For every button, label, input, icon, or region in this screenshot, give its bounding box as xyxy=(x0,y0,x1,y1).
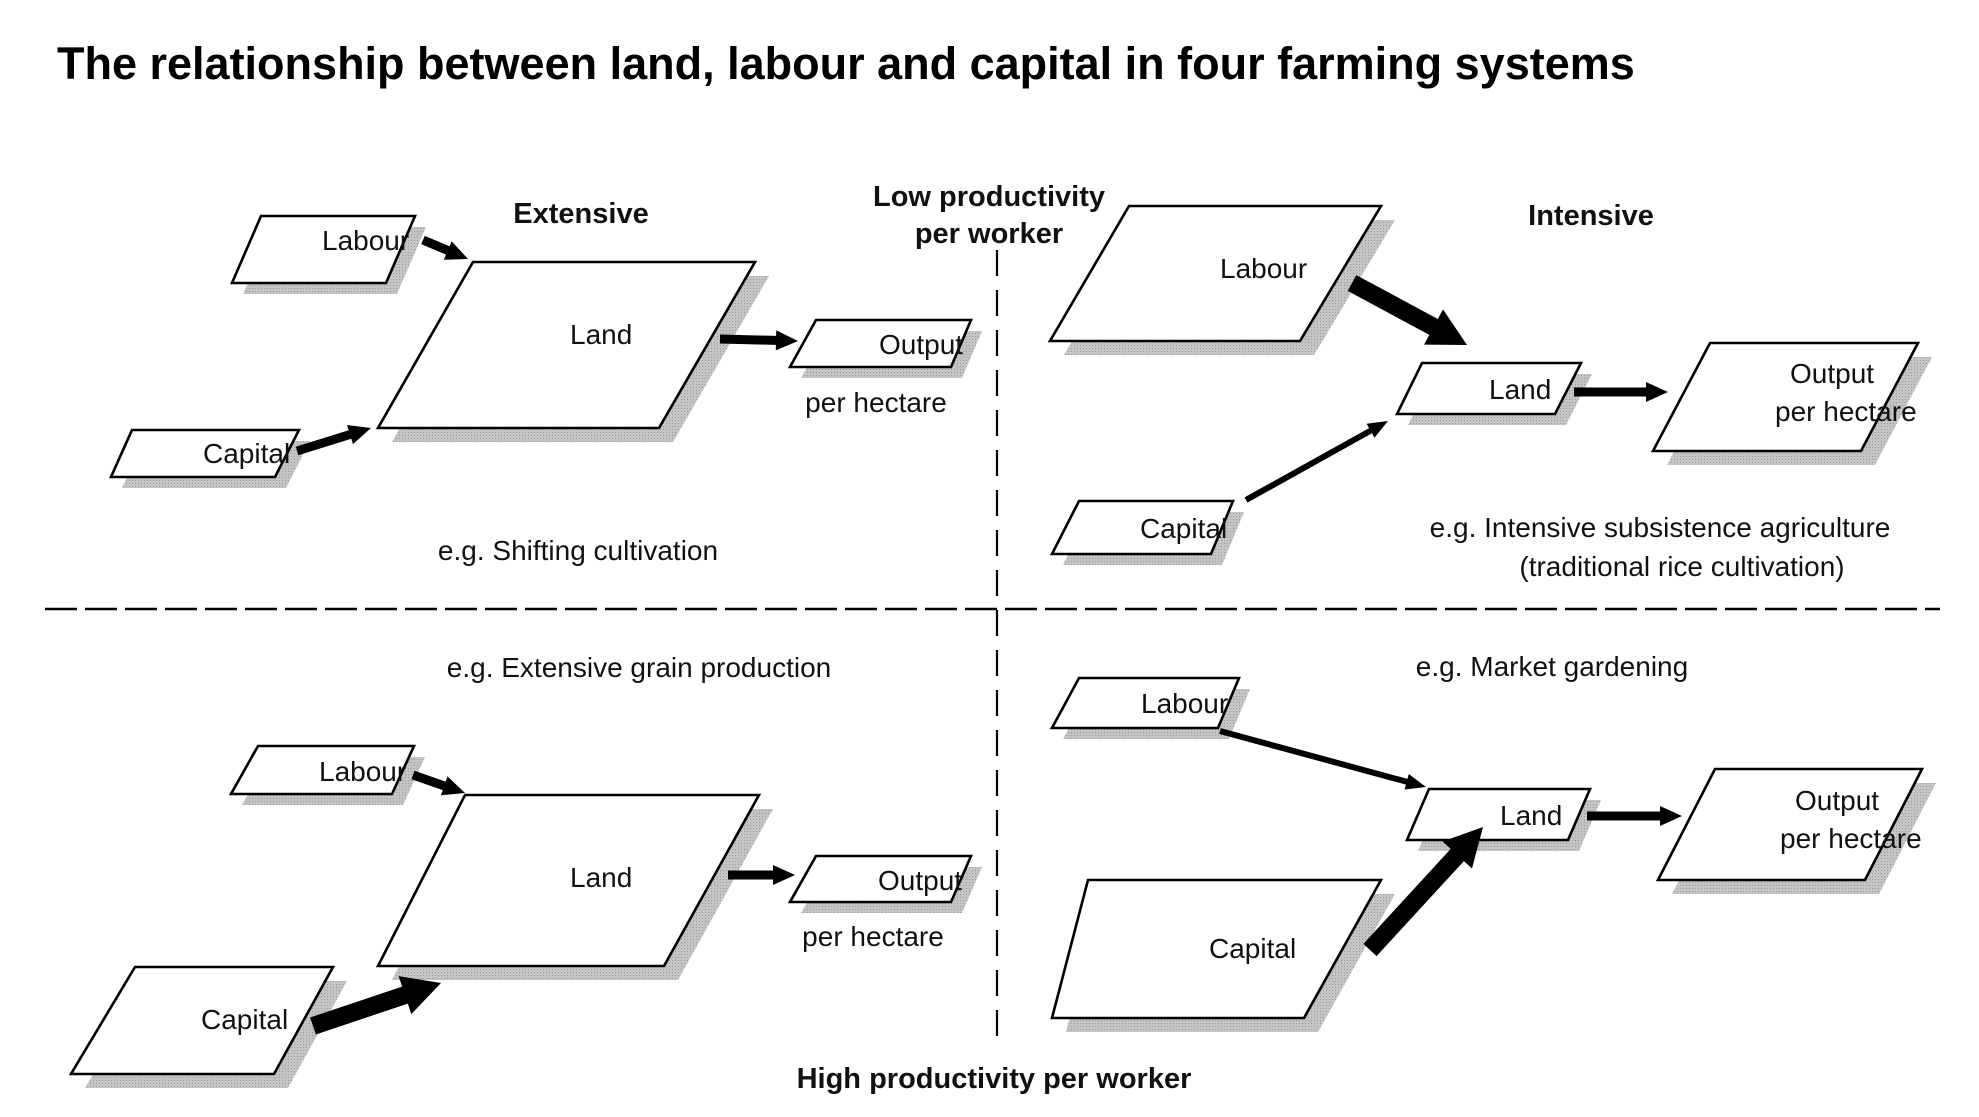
capital-to-land-arrow-icon xyxy=(1363,827,1483,957)
output-box: Output per hectare xyxy=(1655,767,1925,882)
land-to-output-arrow-icon xyxy=(1587,806,1682,826)
example-caption: e.g. Intensive subsistence agriculture xyxy=(1430,512,1891,543)
land-box: Land xyxy=(1405,787,1592,842)
example-caption: (traditional rice cultivation) xyxy=(1519,551,1844,582)
capital-box: Capital xyxy=(68,965,336,1076)
quadrant-dividers xyxy=(45,250,1940,1037)
labour-to-land-arrow-icon xyxy=(421,235,468,260)
output-label: Output xyxy=(878,865,962,896)
land-to-output-arrow-icon xyxy=(719,330,798,351)
labour-box: Labour xyxy=(1049,676,1241,730)
land-label: Land xyxy=(1489,374,1551,405)
labour-label: Labour xyxy=(322,225,409,256)
land-label: Land xyxy=(570,862,632,893)
axis-labels: Low productivity per worker High product… xyxy=(513,181,1654,1095)
capital-to-land-arrow-icon xyxy=(295,425,371,456)
capital-parallelogram xyxy=(1049,499,1235,556)
capital-to-land-arrow-icon xyxy=(1244,421,1388,503)
labour-label: Labour xyxy=(319,756,406,787)
land-parallelogram xyxy=(375,793,762,968)
intensive-column-label: Intensive xyxy=(1528,200,1654,232)
labour-to-land-arrow-icon xyxy=(411,770,465,796)
land-box: Land xyxy=(1394,361,1584,416)
labour-label: Labour xyxy=(1141,688,1228,719)
output-label: per hectare xyxy=(1780,823,1922,854)
high-productivity-label: High productivity per worker xyxy=(797,1063,1192,1095)
labour-to-land-arrow-icon xyxy=(1219,728,1426,790)
output-parallelogram xyxy=(787,854,973,904)
output-label: Output xyxy=(1795,785,1879,816)
per-hectare-caption: per hectare xyxy=(802,921,944,952)
land-label: Land xyxy=(570,319,632,350)
labour-to-land-arrow-icon xyxy=(1347,275,1467,345)
capital-label: Capital xyxy=(203,438,290,469)
extensive-column-label: Extensive xyxy=(513,198,648,230)
example-caption: e.g. Market gardening xyxy=(1416,651,1688,682)
labour-parallelogram xyxy=(1047,204,1384,343)
output-label: per hectare xyxy=(1775,396,1917,427)
capital-parallelogram xyxy=(68,965,336,1076)
capital-box: Capital xyxy=(1050,878,1384,1020)
output-parallelogram xyxy=(1655,767,1925,882)
output-parallelogram xyxy=(1650,341,1921,453)
output-box: Output per hectare xyxy=(1650,341,1921,453)
land-to-output-arrow-icon xyxy=(728,865,795,885)
labour-parallelogram xyxy=(1049,676,1241,730)
land-parallelogram xyxy=(375,260,758,430)
output-label: Output xyxy=(1790,358,1874,389)
capital-parallelogram xyxy=(108,428,302,479)
capital-to-land-arrow-icon xyxy=(310,976,441,1035)
land-parallelogram xyxy=(1405,787,1592,842)
example-caption: e.g. Shifting cultivation xyxy=(438,535,718,566)
land-box: Land xyxy=(375,793,762,968)
labour-box: Labour xyxy=(1047,204,1384,343)
low-productivity-label-line2: per worker xyxy=(915,218,1063,250)
capital-label: Capital xyxy=(201,1004,288,1035)
labour-label: Labour xyxy=(1220,253,1307,284)
diagram-title: The relationship between land, labour an… xyxy=(57,38,1635,89)
capital-parallelogram xyxy=(1050,878,1384,1020)
land-label: Land xyxy=(1500,800,1562,831)
capital-label: Capital xyxy=(1140,513,1227,544)
example-caption: e.g. Extensive grain production xyxy=(447,652,831,683)
labour-parallelogram xyxy=(230,214,417,285)
output-box: Output xyxy=(787,318,973,369)
output-box: Output xyxy=(787,854,973,904)
output-label: Output xyxy=(879,329,963,360)
land-parallelogram xyxy=(1394,361,1584,416)
labour-box: Labour xyxy=(230,214,417,285)
labour-box: Labour xyxy=(228,744,417,796)
capital-label: Capital xyxy=(1209,933,1296,964)
output-parallelogram xyxy=(787,318,973,369)
land-box: Land xyxy=(375,260,758,430)
labour-parallelogram xyxy=(228,744,417,796)
per-hectare-caption: per hectare xyxy=(805,387,947,418)
capital-box: Capital xyxy=(108,428,302,479)
capital-box: Capital xyxy=(1049,499,1235,556)
land-to-output-arrow-icon xyxy=(1574,382,1668,402)
low-productivity-label-line1: Low productivity xyxy=(873,181,1105,213)
